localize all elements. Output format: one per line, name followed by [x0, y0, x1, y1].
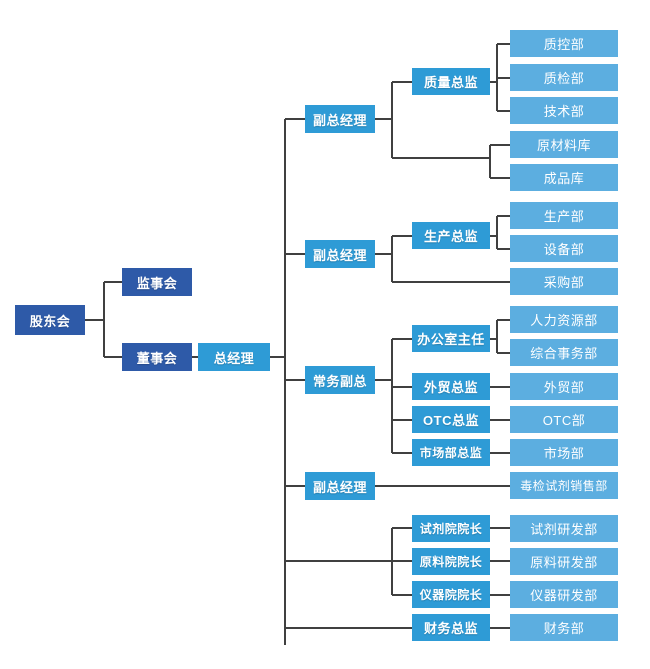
- org-node-market-director[interactable]: 市场部总监: [412, 439, 490, 466]
- org-node-raw-warehouse[interactable]: 原材料库: [510, 131, 618, 158]
- org-node-shareholders[interactable]: 股东会: [15, 305, 85, 335]
- org-node-market-dept[interactable]: 市场部: [510, 439, 618, 466]
- org-node-material-rd[interactable]: 原料研发部: [510, 548, 618, 575]
- org-node-instrument-dean[interactable]: 仪器院院长: [412, 581, 490, 608]
- org-node-exec-vp[interactable]: 常务副总: [305, 366, 375, 394]
- org-node-reagent-rd[interactable]: 试剂研发部: [510, 515, 618, 542]
- org-node-purchasing-dept[interactable]: 采购部: [510, 268, 618, 295]
- org-node-tox-sales-dept[interactable]: 毒检试剂销售部: [510, 472, 618, 499]
- org-node-instrument-rd[interactable]: 仪器研发部: [510, 581, 618, 608]
- org-node-otc-dept[interactable]: OTC部: [510, 406, 618, 433]
- org-node-production-director[interactable]: 生产总监: [412, 222, 490, 249]
- org-node-hr-dept[interactable]: 人力资源部: [510, 306, 618, 333]
- org-node-general-manager[interactable]: 总经理: [198, 343, 270, 371]
- org-node-foreign-trade-dept[interactable]: 外贸部: [510, 373, 618, 400]
- org-node-foreign-trade-dir[interactable]: 外贸总监: [412, 373, 490, 400]
- org-node-tech-dept[interactable]: 技术部: [510, 97, 618, 124]
- org-node-qc-dept[interactable]: 质控部: [510, 30, 618, 57]
- org-node-quality-director[interactable]: 质量总监: [412, 68, 490, 95]
- org-node-material-dean[interactable]: 原料院院长: [412, 548, 490, 575]
- org-node-reagent-dean[interactable]: 试剂院院长: [412, 515, 490, 542]
- org-node-finance-director[interactable]: 财务总监: [412, 614, 490, 641]
- org-node-board[interactable]: 董事会: [122, 343, 192, 371]
- org-node-supervisors[interactable]: 监事会: [122, 268, 192, 296]
- org-node-equipment-dept[interactable]: 设备部: [510, 235, 618, 262]
- org-node-finance-dept[interactable]: 财务部: [510, 614, 618, 641]
- org-node-general-affairs[interactable]: 综合事务部: [510, 339, 618, 366]
- org-node-vgm-quality[interactable]: 副总经理: [305, 105, 375, 133]
- org-node-production-dept[interactable]: 生产部: [510, 202, 618, 229]
- org-node-otc-director[interactable]: OTC总监: [412, 406, 490, 433]
- org-node-office-director[interactable]: 办公室主任: [412, 325, 490, 352]
- org-node-finished-warehouse[interactable]: 成品库: [510, 164, 618, 191]
- org-node-vgm-production[interactable]: 副总经理: [305, 240, 375, 268]
- org-node-qa-dept[interactable]: 质检部: [510, 64, 618, 91]
- org-node-vgm-toxicology[interactable]: 副总经理: [305, 472, 375, 500]
